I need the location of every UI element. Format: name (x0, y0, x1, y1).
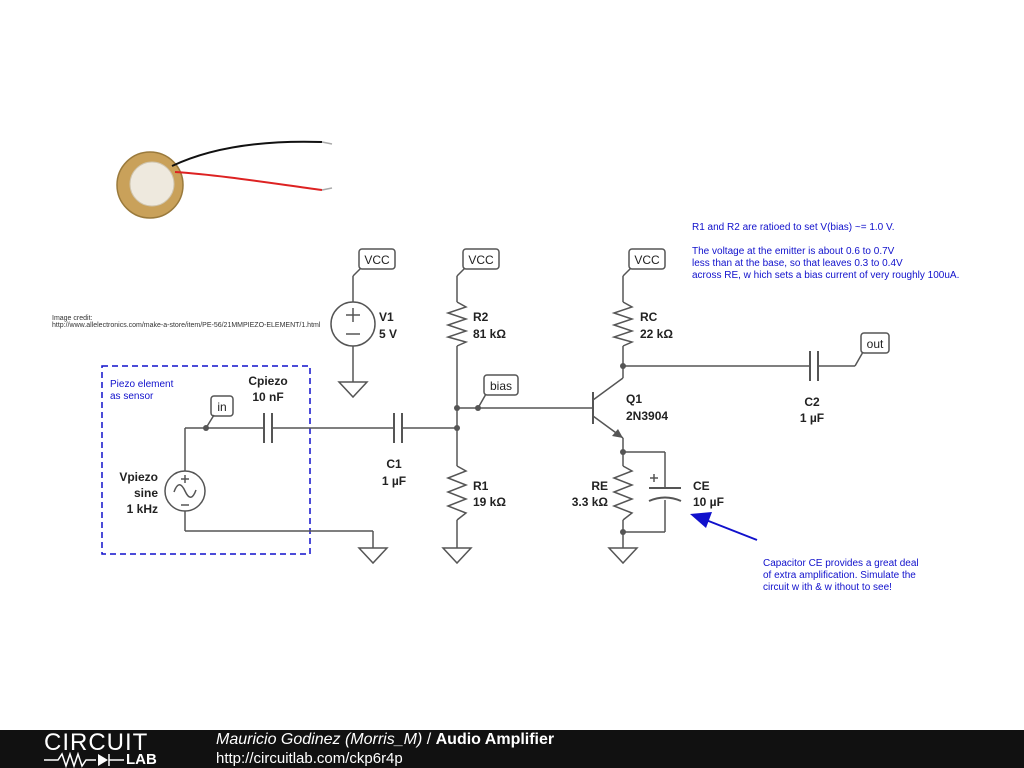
net-label-vcc1-text: VCC (364, 253, 390, 267)
bias-note-line2: The voltage at the emitter is about 0.6 … (692, 246, 895, 257)
cpiezo-value: 10 nF (252, 390, 283, 404)
r1-name: R1 (473, 479, 489, 493)
image-credit-label: Image credit: (52, 315, 93, 322)
c1-value: 1 µF (382, 474, 406, 488)
bias-note-line4: across RE, w hich sets a bias current of… (692, 270, 959, 281)
c1-capacitor[interactable] (393, 413, 403, 443)
c2-name: C2 (804, 395, 820, 409)
junction-dot (620, 449, 626, 455)
net-label-out[interactable]: out (854, 332, 890, 367)
net-label-bias-text: bias (490, 379, 512, 393)
c2-capacitor[interactable] (809, 351, 819, 381)
ce-note-line1: Capacitor CE provides a great deal (763, 558, 919, 569)
junction-dot (454, 425, 460, 431)
r2-value: 81 kΩ (473, 327, 506, 341)
cpiezo-name: Cpiezo (248, 374, 287, 388)
circuitlab-logo-lab: LAB (126, 751, 157, 768)
r1-value: 19 kΩ (473, 495, 506, 509)
net-label-vcc1[interactable]: VCC (352, 248, 396, 277)
re-resistor[interactable] (611, 465, 635, 521)
ce-note-line2: of extra amplification. Simulate the (763, 570, 916, 581)
net-label-vcc3[interactable]: VCC (622, 248, 666, 277)
ground-symbol (337, 381, 369, 399)
v1-name: V1 (379, 310, 394, 324)
r2-name: R2 (473, 310, 489, 324)
ground-symbol (441, 547, 473, 565)
rc-value: 22 kΩ (640, 327, 673, 341)
v1-dc-source[interactable] (330, 301, 376, 347)
vpiezo-sine-source[interactable] (164, 470, 206, 512)
image-credit-url: http://www.allelectronics.com/make-a-sto… (52, 322, 321, 329)
v1-value: 5 V (379, 327, 397, 341)
piezo-sensor-box (101, 365, 311, 555)
ce-note-line3: circuit w ith & w ithout to see! (763, 582, 892, 593)
ce-electrolytic-capacitor[interactable] (648, 474, 682, 502)
piezo-box-label-line2: as sensor (110, 391, 154, 402)
q1-value: 2N3904 (626, 409, 668, 423)
c2-value: 1 µF (800, 411, 824, 425)
junction-dot (620, 363, 626, 369)
bias-note-line1: R1 and R2 are ratioed to set V(bias) ~= … (692, 222, 895, 233)
r2-resistor[interactable] (445, 301, 469, 347)
author-link[interactable]: Mauricio Godinez (Morris_M) (216, 731, 423, 748)
ce-value: 10 µF (693, 495, 724, 509)
rc-name: RC (640, 310, 658, 324)
net-label-out-text: out (867, 337, 884, 351)
ground-symbol (357, 547, 389, 565)
vpiezo-name: Vpiezo (119, 470, 158, 484)
c1-name: C1 (386, 457, 402, 471)
net-label-bias[interactable]: bias (477, 374, 519, 409)
vpiezo-freq: 1 kHz (127, 502, 158, 516)
schematic-canvas: Image credit: http://www.allelectronics.… (52, 140, 959, 593)
circuitlab-logo-waveform (44, 752, 124, 768)
title-line: Mauricio Godinez (Morris_M) / Audio Ampl… (216, 731, 554, 749)
piezo-box-label-line1: Piezo element (110, 379, 174, 390)
q1-name: Q1 (626, 392, 642, 406)
title-separator: / (422, 731, 436, 748)
ce-name: CE (693, 479, 710, 493)
rc-resistor[interactable] (611, 301, 635, 347)
q1-npn-transistor[interactable] (592, 377, 624, 439)
junction-dot (620, 529, 626, 535)
net-label-vcc3-text: VCC (634, 253, 660, 267)
net-label-vcc2-text: VCC (468, 253, 494, 267)
bias-note-line3: less than at the base, so that leaves 0.… (692, 258, 903, 269)
r1-resistor[interactable] (445, 465, 469, 521)
net-label-vcc2[interactable]: VCC (456, 248, 500, 277)
circuitlab-logo-text: CIRCUIT (44, 729, 149, 756)
footer-bar: CIRCUIT LAB Mauricio Godinez (Morris_M) … (0, 730, 1024, 768)
circuit-url[interactable]: http://circuitlab.com/ckp6r4p (216, 750, 403, 767)
vpiezo-type: sine (134, 486, 158, 500)
ce-note-arrow (690, 512, 758, 541)
re-value: 3.3 kΩ (572, 495, 609, 509)
re-name: RE (591, 479, 608, 493)
wires (184, 276, 855, 548)
net-label-in-text: in (217, 400, 226, 414)
ground-symbol (607, 547, 639, 565)
piezo-disc-photo (116, 140, 333, 219)
junction-dot (454, 405, 460, 411)
net-label-in[interactable]: in (205, 395, 234, 429)
circuit-title[interactable]: Audio Amplifier (435, 731, 555, 748)
cpiezo-capacitor[interactable] (263, 413, 273, 443)
